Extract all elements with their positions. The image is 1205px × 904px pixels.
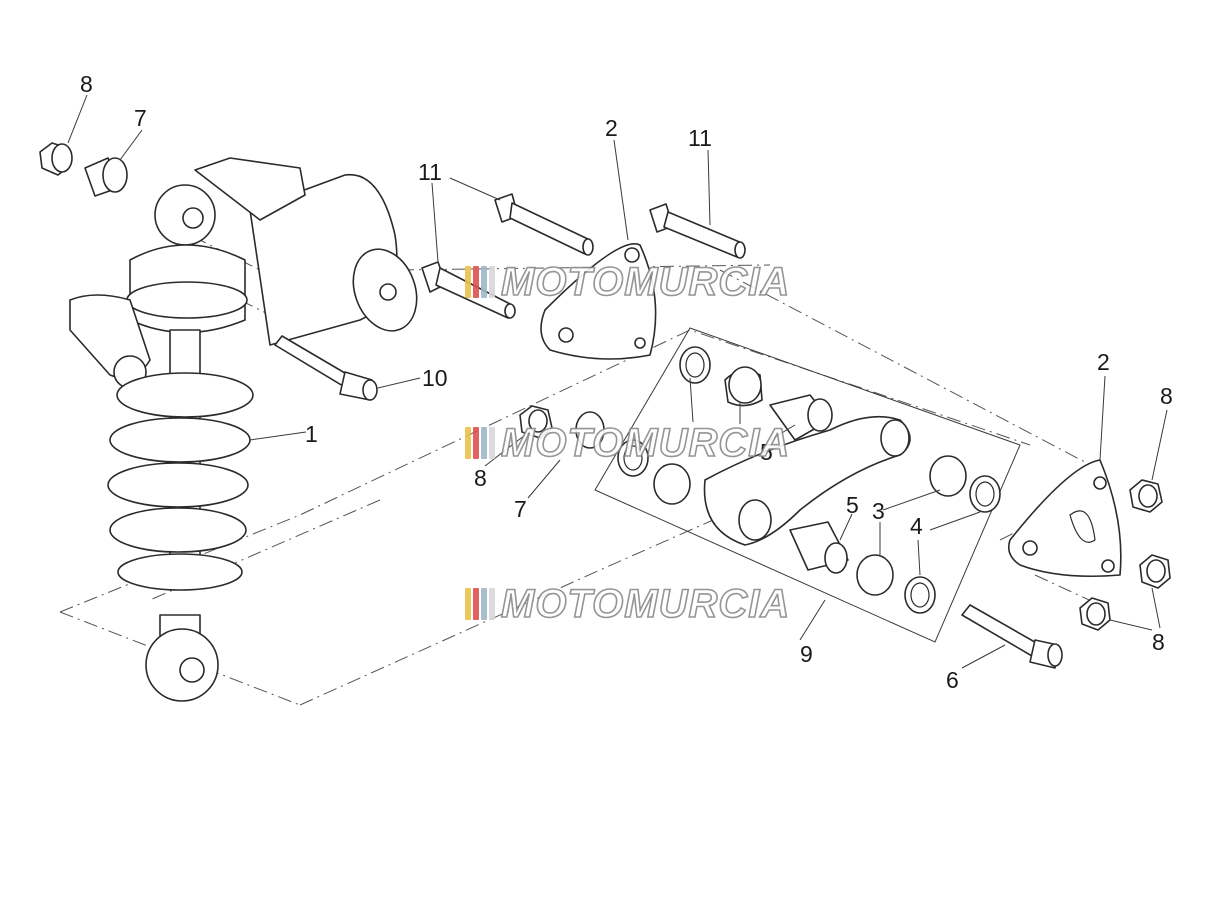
callout-4: 4 [910, 513, 923, 539]
callout-10: 10 [422, 365, 448, 391]
callout-3: 3 [872, 498, 885, 524]
nut-right-1 [1129, 479, 1163, 513]
bushing-top-left [84, 157, 128, 197]
bolt-11-middle [494, 193, 594, 256]
stripe-yellow [465, 266, 471, 298]
callout-5-upper: 5 [760, 439, 773, 465]
stripe-red [473, 588, 479, 620]
bolt-10 [274, 335, 378, 401]
callout-numbers: 8 7 1 10 11 2 11 2 8 8 7 5 5 3 4 9 6 8 [80, 71, 1173, 693]
callout-2-right: 2 [1097, 349, 1110, 375]
bushing-middle [575, 411, 605, 449]
stripe-grey [489, 588, 495, 620]
nut-right-3 [1079, 597, 1111, 631]
plate-2-upper [540, 243, 657, 360]
callout-6: 6 [946, 667, 959, 693]
stripe-grey [489, 427, 495, 459]
watermark-logo-bottom: MOTOMURCIA [465, 582, 791, 626]
watermark-text: MOTOMURCIA [500, 260, 791, 304]
watermark-text: MOTOMURCIA [500, 421, 791, 465]
callout-11-left: 11 [418, 159, 442, 185]
callout-8: 8 [80, 71, 93, 97]
callout-1: 1 [305, 421, 318, 447]
watermark-text: MOTOMURCIA [500, 582, 791, 626]
callout-7-middle: 7 [514, 496, 527, 522]
stripe-blue [481, 427, 487, 459]
watermark-stripes [465, 427, 497, 459]
nut-middle [519, 405, 553, 439]
stripe-blue [481, 588, 487, 620]
stripe-red [473, 427, 479, 459]
nut-right-2 [1139, 554, 1171, 589]
watermark-stripes [465, 588, 497, 620]
stripe-yellow [465, 588, 471, 620]
watermark-stripes [465, 266, 497, 298]
bolt-6 [961, 604, 1063, 669]
bolt-11-right [649, 203, 746, 259]
nut-top-left [39, 142, 73, 176]
callout-7: 7 [134, 105, 147, 131]
stripe-red [473, 266, 479, 298]
shock-absorber [69, 157, 418, 702]
callout-11-right: 11 [688, 125, 712, 151]
callout-8-right-bottom: 8 [1152, 629, 1165, 655]
callout-2-upper: 2 [605, 115, 618, 141]
stripe-yellow [465, 427, 471, 459]
linkage-rod-9 [703, 415, 911, 546]
watermark-logo-top: MOTOMURCIA [465, 260, 791, 304]
linkage-bushings [617, 346, 1001, 614]
callout-9: 9 [800, 641, 813, 667]
leader-lines [67, 94, 1168, 669]
assembly-guide-lines [59, 224, 1101, 706]
watermark-logo-middle: MOTOMURCIA [465, 421, 791, 465]
plate-2-right [1007, 459, 1122, 578]
callout-8-right-top: 8 [1160, 383, 1173, 409]
callout-5-lower: 5 [846, 492, 859, 518]
stripe-blue [481, 266, 487, 298]
linkage-group-box [594, 327, 1021, 643]
stripe-grey [489, 266, 495, 298]
callout-8-middle: 8 [474, 465, 487, 491]
